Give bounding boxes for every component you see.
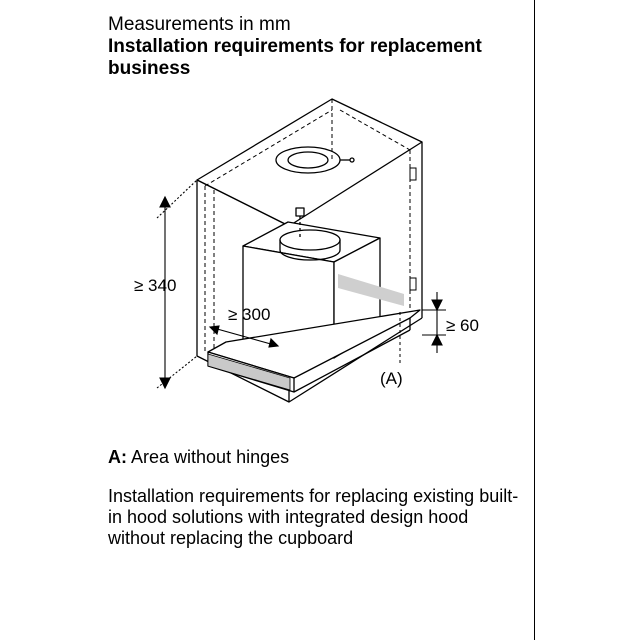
area-without-hinges-shaded xyxy=(338,274,404,306)
height-dimension-label: ≥ 340 xyxy=(134,276,176,295)
page-title: Installation requirements for replacemen… xyxy=(108,36,482,79)
hinge-mark-upper xyxy=(409,167,417,181)
hood-duct-collar xyxy=(279,229,341,251)
front-panel-shaded xyxy=(207,353,291,391)
header: Measurements in mm Installation requirem… xyxy=(108,14,528,80)
hinge-mark-lower xyxy=(409,277,417,291)
legend-text: Area without hinges xyxy=(131,447,290,467)
depth-dimension-label: ≥ 300 xyxy=(228,305,270,324)
area-a-label: (A) xyxy=(380,369,403,388)
right-border-line xyxy=(534,0,535,640)
gap-dimension-label: ≥ 60 xyxy=(446,316,479,335)
legend-key: A: xyxy=(108,447,127,467)
legend: A: Area without hinges xyxy=(108,446,528,468)
measurement-unit-note: Measurements in mm xyxy=(108,14,291,35)
description: Installation requirements for replacing … xyxy=(108,486,519,548)
